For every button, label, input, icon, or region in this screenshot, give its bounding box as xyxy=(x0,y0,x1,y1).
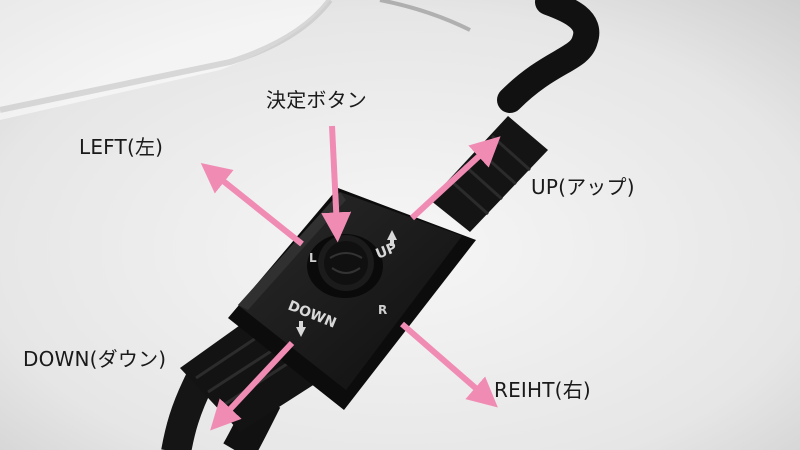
joystick-button[interactable] xyxy=(307,234,383,298)
device-mark-left: L xyxy=(309,251,317,265)
label-right: REIHT(右) xyxy=(494,378,591,402)
laptop-edge-blur xyxy=(0,0,333,113)
thin-cable-blur xyxy=(379,0,471,32)
arrow-down xyxy=(210,340,295,431)
label-up: UP(アップ) xyxy=(531,175,635,199)
label-left: LEFT(左) xyxy=(79,135,164,159)
arrow-center xyxy=(321,125,352,243)
device-up-arrow-icon xyxy=(387,230,397,246)
label-confirm-button: 決定ボタン xyxy=(266,88,367,112)
arrow-right xyxy=(400,321,498,408)
label-down: DOWN(ダウン) xyxy=(23,347,167,371)
cable-lower-left xyxy=(161,373,214,450)
arrow-up xyxy=(409,136,501,221)
device-mark-right: R xyxy=(378,303,387,317)
arrow-left xyxy=(200,163,304,247)
cable-upper xyxy=(497,0,600,113)
device-down-arrow-icon xyxy=(296,321,306,337)
